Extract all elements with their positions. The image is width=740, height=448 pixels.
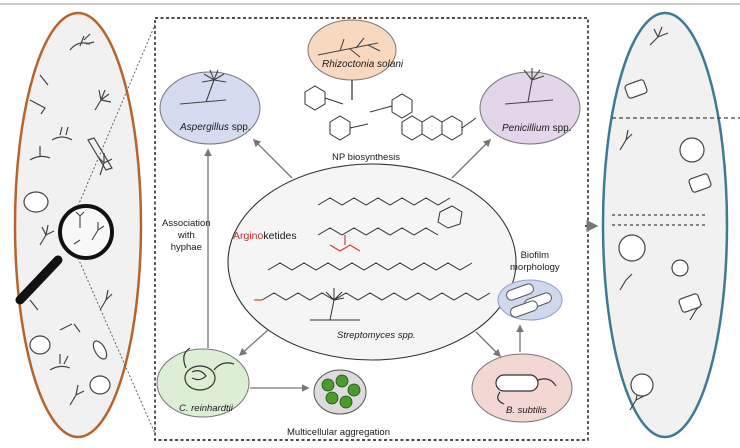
chlamydomonas-node xyxy=(156,348,250,418)
zoom-line-top xyxy=(77,19,158,207)
penicillium-node xyxy=(479,71,581,145)
chlamydomonas-label: C. reinhardtii xyxy=(179,403,233,414)
rhizoctonia-hyphae-icon xyxy=(317,37,381,58)
bacillus-rod-icon xyxy=(495,374,557,405)
penicillium-conidiophore-icon xyxy=(504,68,554,105)
chlamydomonas-cell-icon xyxy=(183,347,235,391)
biofilm-label: Biofilm morphology xyxy=(510,250,560,274)
arginoketide-structures xyxy=(261,197,491,321)
zoom-line-bottom xyxy=(77,257,158,439)
streptomyces-label: Streptomyces spp. xyxy=(337,330,416,341)
arginoketides-label: Arginoketides xyxy=(233,230,297,242)
magnifying-glass-icon xyxy=(15,204,114,305)
arginoketides-highlight: Argino xyxy=(233,230,264,242)
association-line-3: hyphae xyxy=(170,242,202,253)
penicillium-label: Penicillium spp. xyxy=(502,123,571,134)
aspergillus-conidiophore-icon xyxy=(179,69,227,105)
association-label: Association with hyphae xyxy=(162,218,211,254)
biofilm-line-2: morphology xyxy=(510,262,560,273)
right-community-oval xyxy=(601,11,740,439)
aspergillus-suffix: spp. xyxy=(228,122,251,133)
bacillus-label: B. subtilis xyxy=(506,405,547,416)
penicillium-genus: Penicillium xyxy=(502,123,550,134)
association-line-2: with xyxy=(177,230,195,241)
streptomyces-node xyxy=(227,163,517,361)
interaction-arrows xyxy=(204,138,524,392)
np-biosynthesis-label: NP biosynthesis xyxy=(332,152,400,163)
aspergillus-genus: Aspergillus xyxy=(180,122,229,133)
rhizoctonia-label: Rhizoctonia solani xyxy=(322,59,404,70)
aggregation-cluster-icon xyxy=(313,369,367,415)
association-line-1: Association xyxy=(162,218,211,229)
biofilm-cluster-icon xyxy=(497,279,563,321)
aspergillus-node xyxy=(159,71,261,145)
aspergillus-label: Aspergillus spp. xyxy=(180,122,251,133)
penicillium-suffix: spp. xyxy=(549,123,572,134)
np-structures xyxy=(304,85,477,141)
biofilm-line-1: Biofilm xyxy=(520,250,550,261)
arginoketides-rest: ketides xyxy=(263,230,297,242)
arginine-moieties xyxy=(254,235,361,301)
multicellular-label: Multicellular aggregation xyxy=(287,427,390,438)
